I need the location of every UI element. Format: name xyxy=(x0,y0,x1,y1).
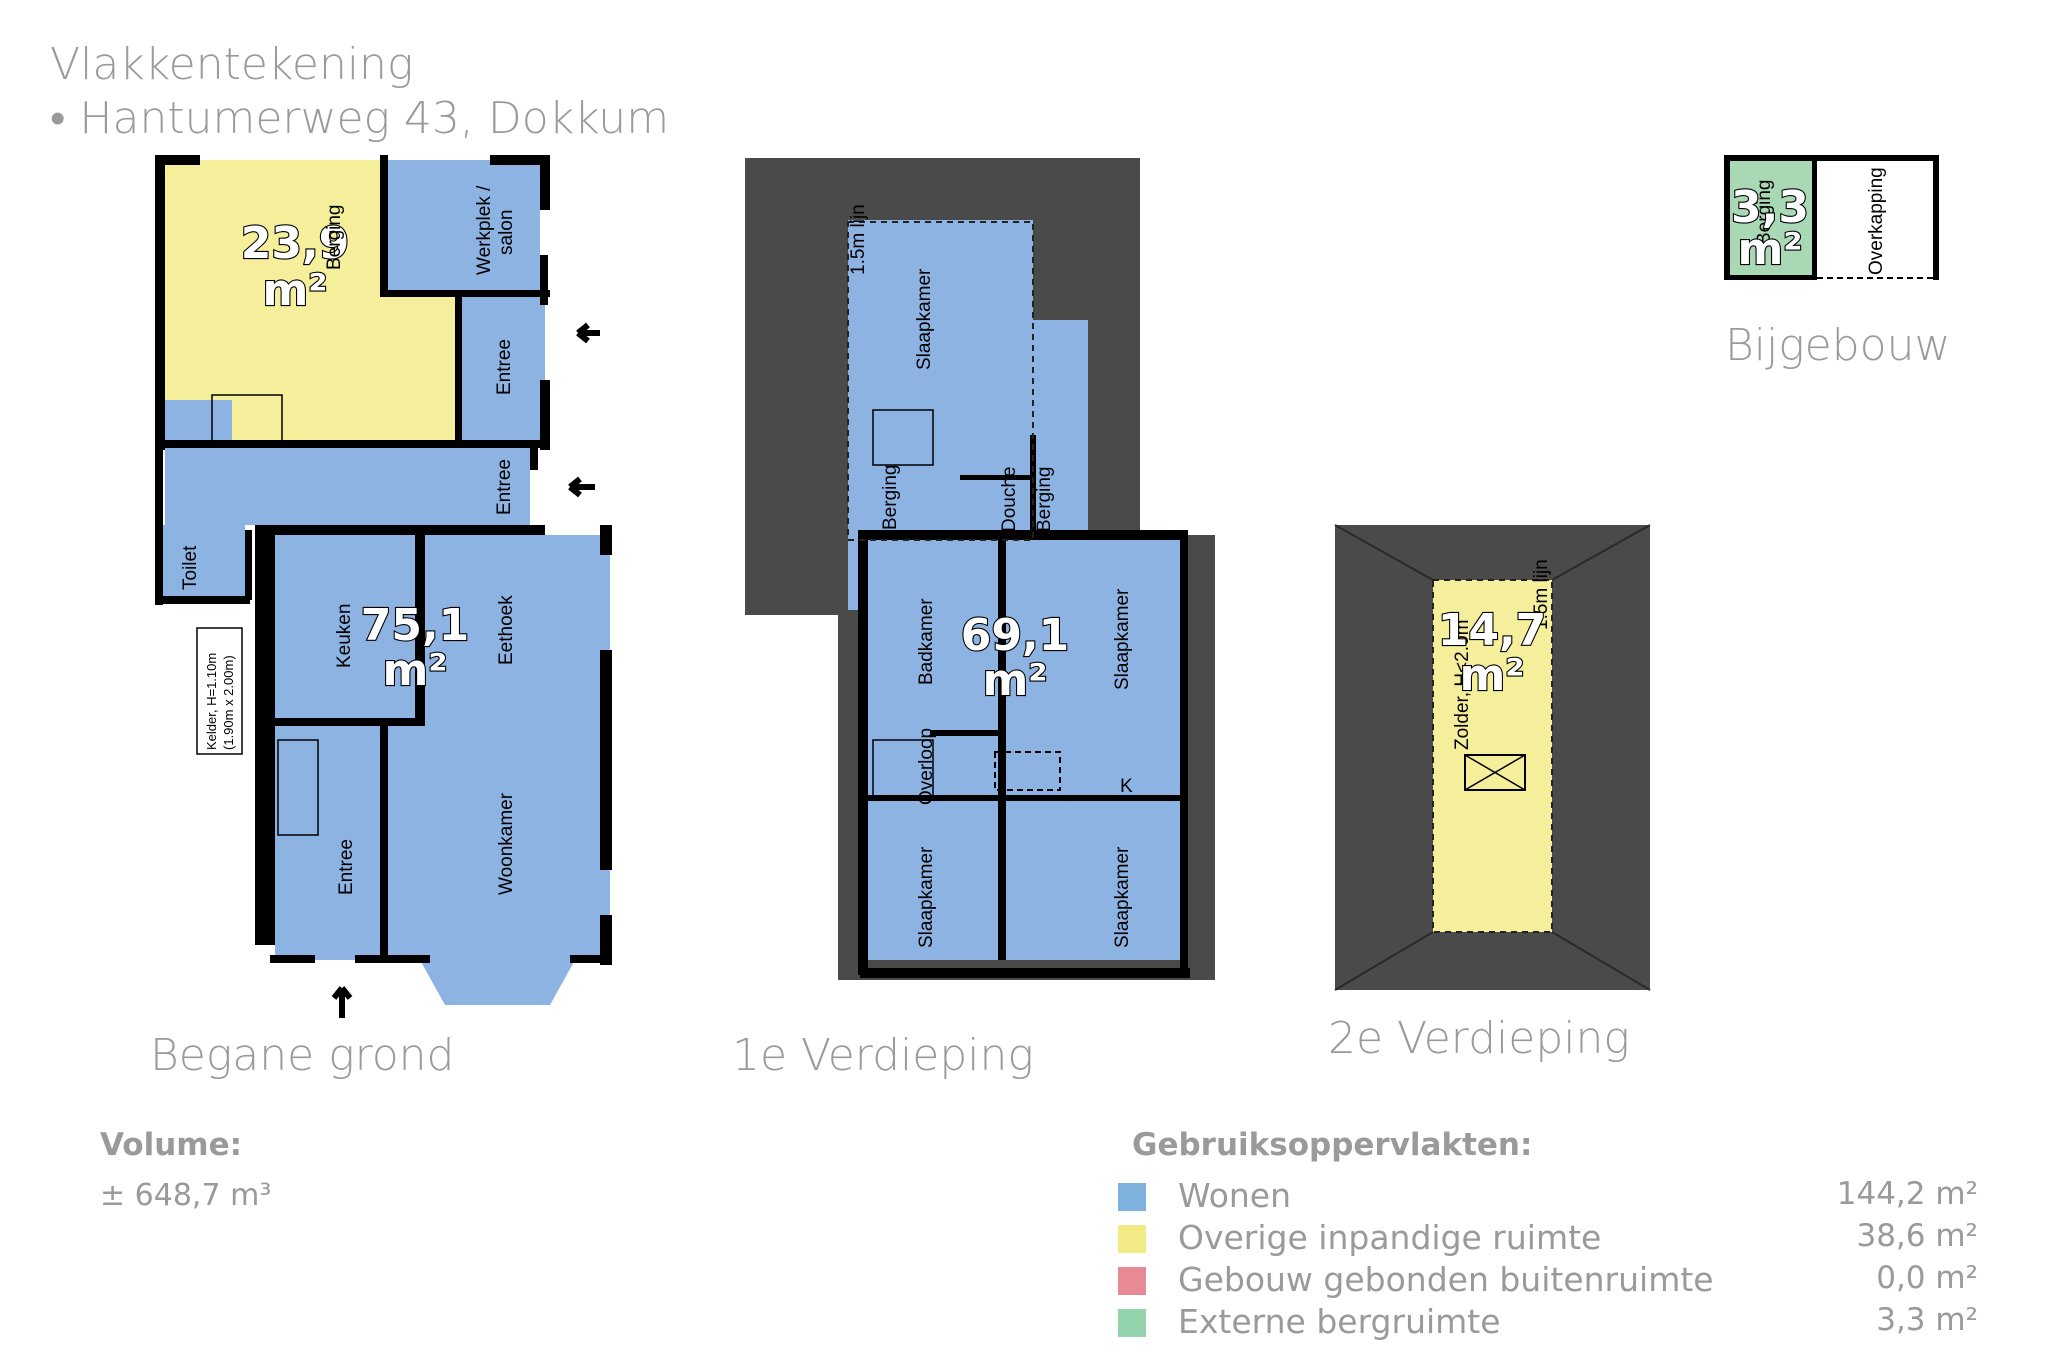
legend-swatch xyxy=(1118,1225,1146,1253)
room-annex-berging: Berging xyxy=(1754,180,1775,246)
ground-unit-blue: m² xyxy=(382,645,447,696)
volume-heading: Volume: xyxy=(100,1127,243,1163)
stair-landing xyxy=(160,400,232,445)
kelder-note-box xyxy=(196,627,243,755)
second-unit-yellow: m² xyxy=(1459,650,1524,701)
hatch xyxy=(994,751,1061,791)
legend-value: 0,0 m² xyxy=(1876,1260,1978,1296)
annex-berging xyxy=(1728,158,1813,278)
annex-area-green: 3,3 xyxy=(1731,182,1809,233)
second-area-yellow: 14,7 xyxy=(1438,605,1547,656)
entrance-arrow-3 xyxy=(331,986,353,1018)
ground-walls xyxy=(155,155,612,965)
legend-label: Gebouw gebonden buitenruimte xyxy=(1178,1260,1714,1299)
dormer xyxy=(1033,320,1088,435)
ground-floor-plan: 23,9 m² Berging Werkplek / salon Entree … xyxy=(155,155,612,1018)
entree-room-1 xyxy=(460,295,545,445)
room-berging-a: Berging xyxy=(880,465,901,531)
annex-plan: Berging Overkapping 3,3 m² xyxy=(1724,155,1939,280)
room-toilet: Toilet xyxy=(180,545,201,590)
legend-value: 3,3 m² xyxy=(1876,1302,1978,1338)
annex-unit-green: m² xyxy=(1737,224,1802,275)
floor-label-first: 1e Verdieping xyxy=(732,1030,1034,1081)
title-line2: • Hantumerweg 43, Dokkum xyxy=(50,93,670,144)
room-berging: Berging xyxy=(324,205,345,271)
legend-value: 144,2 m² xyxy=(1836,1176,1978,1212)
legend-swatch xyxy=(1118,1183,1146,1211)
legend-label: Wonen xyxy=(1178,1176,1292,1215)
entrance-arrow-2 xyxy=(568,476,595,498)
first-walls xyxy=(858,435,1190,978)
first-floor-plan: Slaapkamer 1.5m lijn Berging Douche Berg… xyxy=(745,158,1215,980)
room-overloop: Overloop xyxy=(916,728,937,805)
second-floor-plan: Zolder, H<2.0m 1.5m lijn 14,7 m² xyxy=(1334,524,1651,991)
room-entree-3: Entree xyxy=(336,839,357,895)
ground-unit-yellow: m² xyxy=(262,265,327,316)
legend-swatch xyxy=(1118,1309,1146,1337)
ground-stairs xyxy=(211,394,319,836)
keuken-room xyxy=(275,535,425,725)
room-woonkamer: Woonkamer xyxy=(496,792,517,895)
room-slaapkamer-top: Slaapkamer xyxy=(914,268,935,370)
hall-room xyxy=(165,445,530,525)
kast-label: K xyxy=(1120,776,1133,797)
first-stairs-bottom xyxy=(872,739,934,801)
floor-label-second: 2e Verdieping xyxy=(1328,1013,1630,1064)
first-area-blue: 69,1 xyxy=(961,610,1070,661)
first-lower-rooms xyxy=(868,540,1183,960)
legend-label: Externe bergruimte xyxy=(1178,1302,1501,1341)
first-unit-blue: m² xyxy=(982,655,1047,706)
kelder-note-2: (1.90m x 2.00m) xyxy=(221,655,236,750)
entree-room-3 xyxy=(275,725,385,960)
room-werkplek: Werkplek / xyxy=(474,185,495,275)
ground-area-yellow: 23,9 xyxy=(241,218,350,269)
legend-value: 38,6 m² xyxy=(1856,1218,1978,1254)
room-zolder: Zolder, H<2.0m xyxy=(1452,620,1473,750)
second-roof-hips xyxy=(1334,524,1651,991)
zolder-hatch xyxy=(1464,754,1526,791)
room-eethoek: Eethoek xyxy=(496,595,517,665)
usage-heading: Gebruiksoppervlakten: xyxy=(1132,1127,1533,1163)
legend-label: Overige inpandige ruimte xyxy=(1178,1218,1602,1257)
bay-window xyxy=(420,960,575,1005)
ground-area-blue: 75,1 xyxy=(361,600,470,651)
legend-row-buitenruimte: Gebouw gebonden buitenruimte 0,0 m² xyxy=(1118,1260,1978,1300)
room-slaapkamer-br: Slaapkamer xyxy=(1112,846,1133,948)
werkplek-room xyxy=(385,160,540,295)
legend-row-overige: Overige inpandige ruimte 38,6 m² xyxy=(1118,1218,1978,1258)
first-stairs-top xyxy=(872,409,934,466)
room-overkapping: Overkapping xyxy=(1866,167,1887,275)
eethoek-room xyxy=(425,535,610,725)
page-title: Vlakkentekening • Hantumerweg 43, Dokkum xyxy=(50,38,669,146)
first-lijn-top xyxy=(847,221,1034,541)
legend-row-bergruimte: Externe bergruimte 3,3 m² xyxy=(1118,1302,1978,1342)
room-entree-1: Entree xyxy=(494,339,515,395)
room-werkplek-2: salon xyxy=(496,210,517,255)
toilet-room xyxy=(160,525,245,600)
room-keuken: Keuken xyxy=(334,604,355,668)
room-slaapkamer-right: Slaapkamer xyxy=(1112,588,1133,690)
room-badkamer: Badkamer xyxy=(916,598,937,685)
woonkamer-room xyxy=(385,725,610,960)
floor-label-ground: Begane grond xyxy=(150,1030,455,1081)
first-lijn-label: 1.5m lijn xyxy=(848,204,869,275)
volume-value: ± 648,7 m³ xyxy=(100,1178,272,1213)
kelder-note-1: Kelder, H=1.10m xyxy=(204,653,219,750)
room-entree-2: Entree xyxy=(494,459,515,515)
title-line1: Vlakkentekening xyxy=(50,39,414,90)
floor-label-annex: Bijgebouw xyxy=(1725,320,1951,371)
room-douche: Douche xyxy=(999,467,1020,533)
room-slaapkamer-bl: Slaapkamer xyxy=(916,846,937,948)
legend-swatch xyxy=(1118,1267,1146,1295)
hall-top xyxy=(1033,435,1088,535)
room-berging-b: Berging xyxy=(1034,467,1055,533)
second-lijn-label: 1.5m lijn xyxy=(1531,559,1552,630)
legend-row-wonen: Wonen 144,2 m² xyxy=(1118,1176,1978,1216)
entrance-arrow-1 xyxy=(576,322,600,344)
second-lijn xyxy=(1432,579,1553,933)
